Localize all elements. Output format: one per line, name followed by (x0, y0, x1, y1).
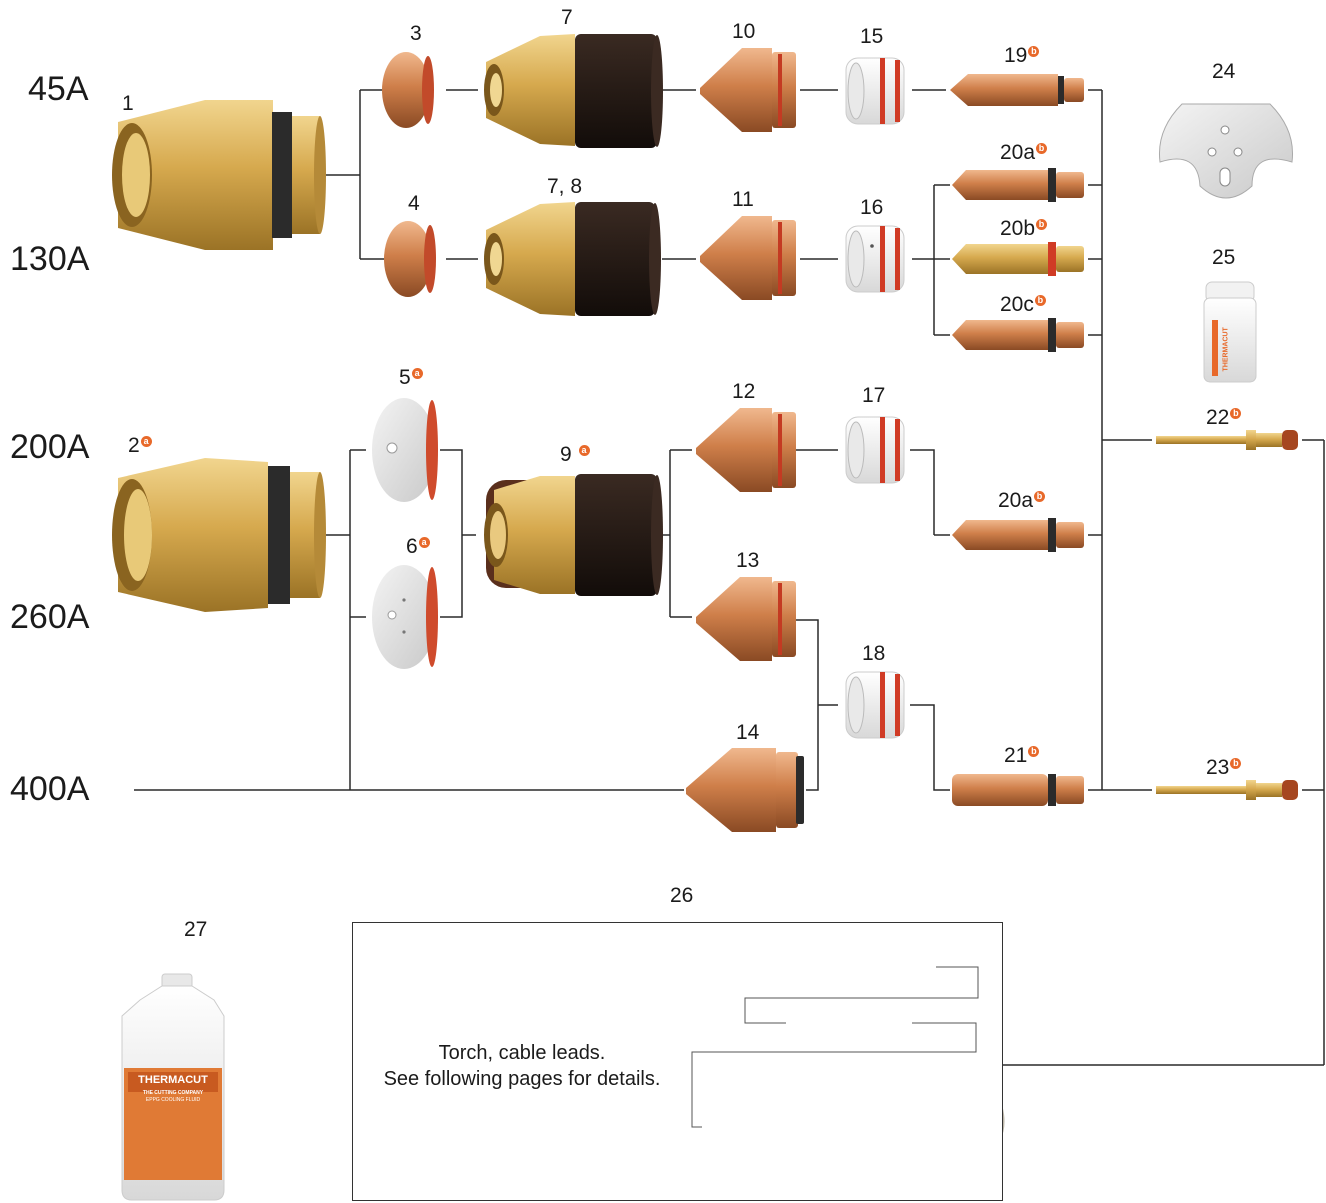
retaining-cap-45-130 (112, 100, 326, 250)
part-number-11: 11 (732, 188, 754, 212)
retaining-cap-200-400 (112, 458, 326, 612)
electrode-20b (952, 242, 1084, 276)
amperage-label-130a: 130A (10, 240, 89, 279)
nozzle-retaining-cap-45a (484, 34, 663, 148)
shield-260a (372, 565, 438, 669)
part-number-10: 10 (732, 20, 755, 44)
shield-200a (372, 398, 438, 502)
nozzle-260a (696, 577, 796, 661)
electrode-20c (952, 318, 1084, 352)
amperage-label-260a: 260A (10, 598, 89, 637)
electrode-20a-mid (952, 518, 1084, 552)
part-number-7-8: 7, 8 (547, 175, 582, 199)
part-number-15: 15 (860, 25, 883, 49)
part-number-17: 17 (862, 384, 885, 408)
electrode-19 (950, 74, 1084, 106)
part-number-16: 16 (860, 196, 883, 220)
swirl-ring-16 (846, 226, 904, 292)
part-number-4: 4 (408, 192, 420, 216)
jug-tagline-label: THE CUTTING COMPANY (126, 1090, 220, 1096)
nozzle-130a (700, 216, 796, 300)
shield-130a (384, 221, 436, 297)
part-number-18: 18 (862, 642, 885, 666)
nozzle-retaining-cap-200-400 (484, 474, 663, 596)
swirl-ring-18 (846, 672, 904, 738)
nozzle-45a (700, 48, 796, 132)
torch-description: Torch, cable leads. See following pages … (362, 1040, 682, 1092)
lubricant-brand-label: THERMACUT (1223, 312, 1230, 372)
electrode-21 (952, 774, 1084, 806)
part-number-13: 13 (736, 549, 759, 573)
shield-45a (382, 52, 434, 128)
o-ring-lubricant-25 (1204, 282, 1256, 382)
jug-fluid-label: EPPG COOLING FLUID (126, 1097, 220, 1103)
electrode-20a-top (952, 168, 1084, 202)
amperage-label-200a: 200A (10, 428, 89, 467)
part-number-12: 12 (732, 380, 755, 404)
amperage-label-45a: 45A (28, 70, 89, 109)
cooling-tube-22 (1156, 430, 1298, 450)
cooling-fluid-jug-27 (122, 974, 224, 1200)
swirl-ring-15 (846, 58, 904, 124)
part-number-25: 25 (1212, 246, 1235, 270)
nozzle-200a (696, 408, 796, 492)
part-number-26: 26 (670, 884, 693, 908)
part-number-7: 7 (561, 6, 573, 30)
part-number-24: 24 (1212, 60, 1235, 84)
part-number-3: 3 (410, 22, 422, 46)
jug-brand-label: THERMACUT (126, 1074, 220, 1086)
part-number-9: 9 a (560, 443, 590, 467)
torch-description-line-1: Torch, cable leads. (362, 1040, 682, 1066)
cooling-tube-23 (1156, 780, 1298, 800)
torch-description-line-2: See following pages for details. (362, 1066, 682, 1092)
part-number-14: 14 (736, 721, 759, 745)
nozzle-retaining-cap-130a (484, 202, 661, 316)
part-number-27: 27 (184, 918, 207, 942)
amperage-label-400a: 400A (10, 770, 89, 809)
swirl-ring-17 (846, 417, 904, 483)
nozzle-400a (686, 748, 804, 832)
consumable-tool-24 (1159, 104, 1292, 198)
part-number-1: 1 (122, 92, 134, 116)
